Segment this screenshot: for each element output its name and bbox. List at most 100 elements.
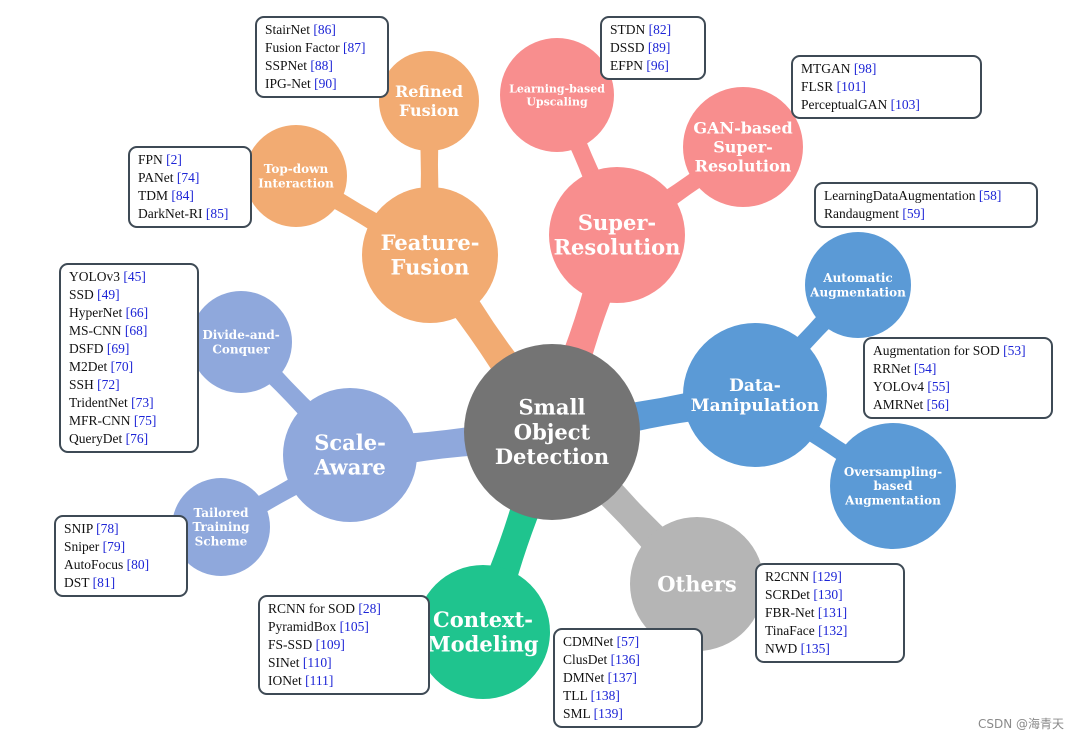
citation-ref: [78] bbox=[96, 521, 119, 536]
citation-ref: [103] bbox=[890, 97, 920, 112]
citation-ref: [135] bbox=[800, 641, 830, 656]
node-label: Conquer bbox=[212, 342, 270, 356]
node-label: Manipulation bbox=[691, 396, 819, 416]
method-entry: EFPN [96] bbox=[610, 57, 696, 75]
method-entry: StairNet [86] bbox=[265, 21, 379, 39]
method-name: STDN bbox=[610, 22, 649, 37]
citation-ref: [49] bbox=[97, 287, 120, 302]
citation-ref: [72] bbox=[97, 377, 120, 392]
node-circle bbox=[630, 517, 764, 651]
method-entry: CDMNet [57] bbox=[563, 633, 693, 651]
box-others-left: CDMNet [57]ClusDet [136]DMNet [137]TLL [… bbox=[553, 628, 703, 728]
node-label: Training bbox=[192, 520, 250, 534]
method-name: DSFD bbox=[69, 341, 107, 356]
method-name: FS-SSD bbox=[268, 637, 316, 652]
node-circle bbox=[683, 323, 827, 467]
method-entry: FS-SSD [109] bbox=[268, 636, 420, 654]
method-entry: RRNet [54] bbox=[873, 360, 1043, 378]
node-label: Scale- bbox=[314, 430, 386, 455]
node-label: Data- bbox=[729, 376, 781, 396]
node-circle bbox=[245, 125, 347, 227]
box-learning-upscaling: STDN [82]DSSD [89]EFPN [96] bbox=[600, 16, 706, 80]
node-label: Resolution bbox=[554, 235, 681, 260]
method-name: StairNet bbox=[265, 22, 314, 37]
citation-ref: [130] bbox=[813, 587, 843, 602]
citation-ref: [74] bbox=[176, 170, 200, 185]
method-name: MFR-CNN bbox=[69, 413, 134, 428]
node-label: Tailored bbox=[193, 506, 249, 520]
node-label: Learning-based bbox=[509, 82, 605, 95]
method-name: AMRNet bbox=[873, 397, 927, 412]
method-entry: TridentNet [73] bbox=[69, 394, 189, 412]
method-name: SSD bbox=[69, 287, 98, 302]
method-entry: SSD [49] bbox=[69, 286, 189, 304]
box-divide-conquer: YOLOv3 [45]SSD [49]HyperNet [66]MS-CNN [… bbox=[59, 263, 199, 453]
citation-ref: [110] bbox=[302, 655, 332, 670]
citation-ref: [96] bbox=[646, 58, 669, 73]
method-entry: PerceptualGAN [103] bbox=[801, 96, 972, 114]
method-name: LearningDataAugmentation bbox=[824, 188, 979, 203]
method-name: SML bbox=[563, 706, 594, 721]
node-label: Others bbox=[657, 571, 737, 596]
node-label: Divide-and- bbox=[202, 328, 279, 342]
box-refined-fusion: StairNet [86]Fusion Factor [87]SSPNet [8… bbox=[255, 16, 389, 98]
node-label: Super- bbox=[578, 210, 656, 235]
method-name: DarkNet-RI bbox=[138, 206, 206, 221]
method-entry: DMNet [137] bbox=[563, 669, 693, 687]
node-circle bbox=[464, 344, 640, 520]
method-entry: FBR-Net [131] bbox=[765, 604, 895, 622]
node-label: Object bbox=[514, 419, 591, 444]
method-name: DST bbox=[64, 575, 93, 590]
citation-ref: [101] bbox=[836, 79, 866, 94]
node-circle bbox=[805, 232, 911, 338]
node-label: Automatic bbox=[822, 271, 892, 285]
node-circle bbox=[416, 565, 550, 699]
method-entry: FLSR [101] bbox=[801, 78, 972, 96]
node-label: Augmentation bbox=[809, 285, 906, 299]
method-entry: R2CNN [129] bbox=[765, 568, 895, 586]
method-entry: AMRNet [56] bbox=[873, 396, 1043, 414]
method-entry: MTGAN [98] bbox=[801, 60, 972, 78]
citation-ref: [109] bbox=[315, 637, 345, 652]
subnode-divide-conquer: Divide-and-Conquer bbox=[190, 291, 292, 393]
method-name: PyramidBox bbox=[268, 619, 340, 634]
branch-others: Others bbox=[630, 517, 764, 651]
node-label: Fusion bbox=[399, 101, 459, 120]
citation-ref: [138] bbox=[590, 688, 620, 703]
node-label: Top-down bbox=[264, 162, 329, 176]
node-label: Super- bbox=[713, 138, 773, 157]
method-entry: LearningDataAugmentation [58] bbox=[824, 187, 1028, 205]
citation-ref: [53] bbox=[1003, 343, 1026, 358]
node-label: based bbox=[874, 479, 914, 493]
citation-ref: [86] bbox=[313, 22, 336, 37]
method-name: Randaugment bbox=[824, 206, 903, 221]
citation-ref: [137] bbox=[607, 670, 637, 685]
box-data-manipulation: Augmentation for SOD [53] RRNet [54]YOLOv… bbox=[863, 337, 1053, 419]
citation-ref: [69] bbox=[106, 341, 130, 356]
method-name: PerceptualGAN bbox=[801, 97, 891, 112]
method-entry: YOLOv4 [55] bbox=[873, 378, 1043, 396]
method-entry: TinaFace [132] bbox=[765, 622, 895, 640]
citation-ref: [80] bbox=[126, 557, 150, 572]
citation-ref: [59] bbox=[902, 206, 925, 221]
citation-ref: [68] bbox=[124, 323, 148, 338]
method-name: EFPN bbox=[610, 58, 647, 73]
citation-ref: [98] bbox=[853, 61, 877, 76]
box-context-modeling: RCNN for SOD [28]PyramidBox [105]FS-SSD … bbox=[258, 595, 430, 695]
citation-ref: [28] bbox=[358, 601, 381, 616]
method-name: FBR-Net bbox=[765, 605, 818, 620]
citation-ref: [75] bbox=[133, 413, 157, 428]
box-gan-sr: MTGAN [98]FLSR [101]PerceptualGAN [103] bbox=[791, 55, 982, 119]
branch-scale-aware: Scale-Aware bbox=[283, 388, 417, 522]
method-name: SSH bbox=[69, 377, 98, 392]
citation-ref: [66] bbox=[125, 305, 149, 320]
method-name: RCNN for SOD bbox=[268, 601, 359, 616]
node-circle bbox=[362, 187, 498, 323]
node-label: Aware bbox=[313, 455, 386, 480]
method-name: Augmentation for SOD bbox=[873, 343, 1004, 358]
